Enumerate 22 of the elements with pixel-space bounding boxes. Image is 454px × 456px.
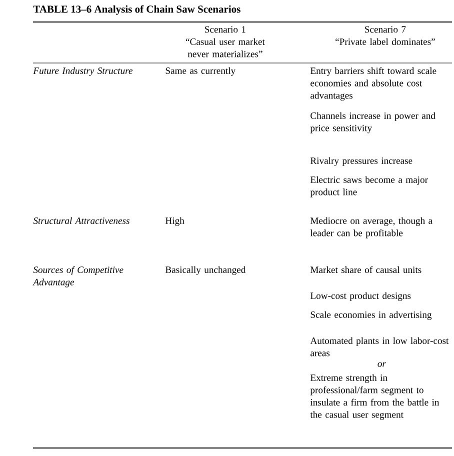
table-title: TABLE 13–6 Analysis of Chain Saw Scenarios <box>33 5 240 15</box>
column-heading: “Casual user market never materializes” <box>186 38 265 58</box>
cell-text: High <box>165 217 184 226</box>
cell-text: Scale economies in advertising <box>310 311 432 320</box>
cell-text: or <box>378 362 386 367</box>
column-heading: Scenario 7 <box>365 26 406 33</box>
column-heading: “Private label dominates” <box>336 38 435 45</box>
cell-text: Automated plants in low labor-cost areas <box>310 337 449 356</box>
cell-text: Market share of causal units <box>310 266 422 274</box>
cell-text: Electric saws become a major product line <box>310 176 428 198</box>
cell-text: Rivalry pressures increase <box>310 157 412 166</box>
cell-text: Low-cost product designs <box>310 292 411 301</box>
row-heading: Structural Attractiveness <box>33 217 130 224</box>
row-heading: Future Industry Structure <box>33 67 133 76</box>
row-heading: Sources of Competitive Advantage <box>32 266 124 288</box>
cell-text: Extreme strength in professional/farm segment to insulate a firm from the battle in the casual user segment <box>310 374 440 420</box>
cell-text: Entry barriers shift toward scale economies and absolute cost advantages <box>310 67 436 101</box>
cell-text: Same as currently <box>166 67 236 76</box>
cell-text: Mediocre on average, though a leader can be profitable <box>310 217 432 238</box>
cell-text: Basically unchanged <box>165 266 246 275</box>
column-heading: Scenario 1 <box>205 26 246 33</box>
cell-text: Channels increase in power and price sensitivity <box>310 112 436 134</box>
